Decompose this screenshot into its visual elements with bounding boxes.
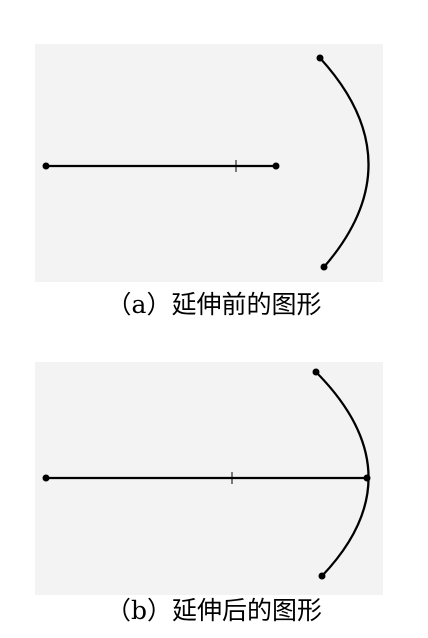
line-end-endpoint [272,162,280,170]
line-start-endpoint [42,474,50,482]
figure-a-canvas [35,44,383,282]
line-arc-intersection-point [363,474,371,482]
arc-top-endpoint [312,368,320,376]
figure-b-canvas [35,362,383,595]
arc-bottom-endpoint [318,572,326,580]
arc-curve [315,371,370,577]
line-start-endpoint [42,162,50,170]
figure-b-drawing [42,368,371,580]
arc-curve [319,57,370,268]
arc-bottom-endpoint [320,263,328,271]
figure-a-drawing [42,54,370,271]
figure-a-caption: （a）延伸前的图形 [106,290,322,319]
figure-b-caption: （b）延伸后的图形 [105,596,322,625]
arc-top-endpoint [316,54,324,62]
